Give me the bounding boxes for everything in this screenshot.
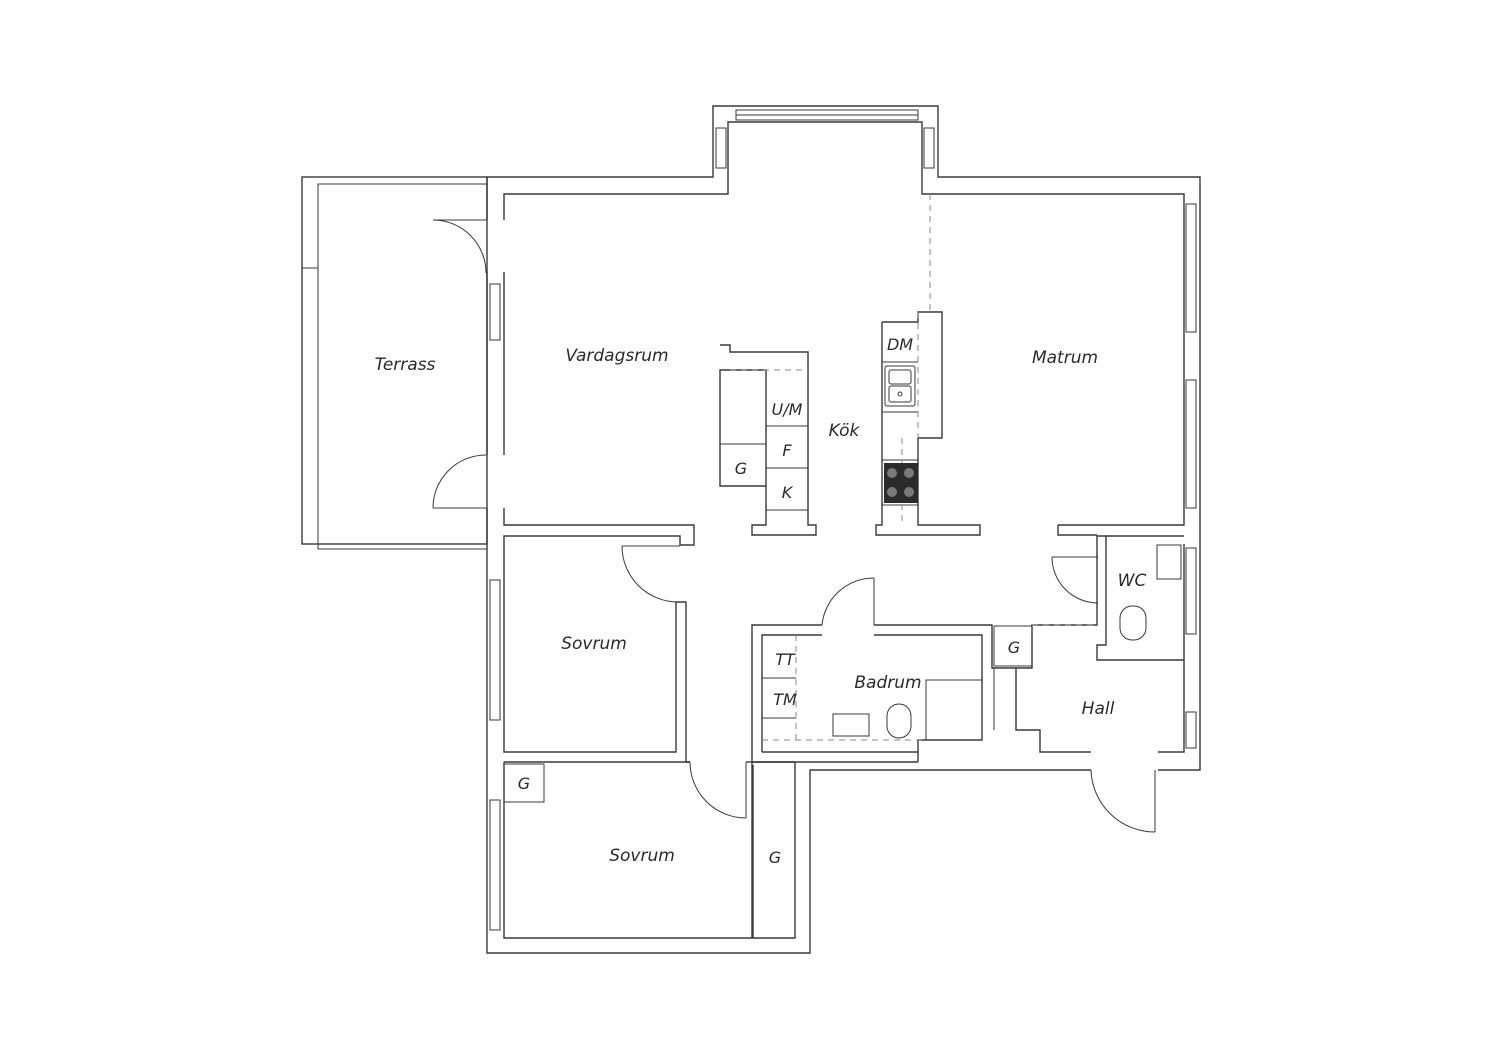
exterior-walls [486,105,1201,954]
windows [489,109,1197,931]
fixture-label-dishwasher: DM [887,335,913,354]
fixture-label-wardrobe-hall: G [1008,638,1020,657]
fixture-label-freezer: K [782,483,794,502]
fixture-label-fridge: F [782,441,792,460]
room-label-matrum: Matrum [1032,348,1098,368]
fixture-label-wardrobe-corridor: G [769,848,781,867]
fixture-label-wardrobe-kitchen: G [735,459,747,478]
fixture-label-tumble-dryer: TT [775,650,796,669]
room-label-kok: Kök [829,421,861,441]
room-label-sovrum-1: Sovrum [561,634,627,654]
fixture-label-microwave-oven: U/M [772,400,803,419]
room-label-badrum: Badrum [854,673,921,693]
room-label-terrass: Terrass [375,355,436,375]
room-label-vardagsrum: Vardagsrum [565,346,668,366]
fixture-label-washing-machine: TM [773,690,797,709]
fixture-label-wardrobe-bedroom: G [518,774,530,793]
interior-walls [503,194,1184,938]
room-label-sovrum-2: Sovrum [609,846,675,866]
room-label-hall: Hall [1082,699,1115,719]
room-label-wc: WC [1118,571,1147,591]
doors [432,219,1156,833]
